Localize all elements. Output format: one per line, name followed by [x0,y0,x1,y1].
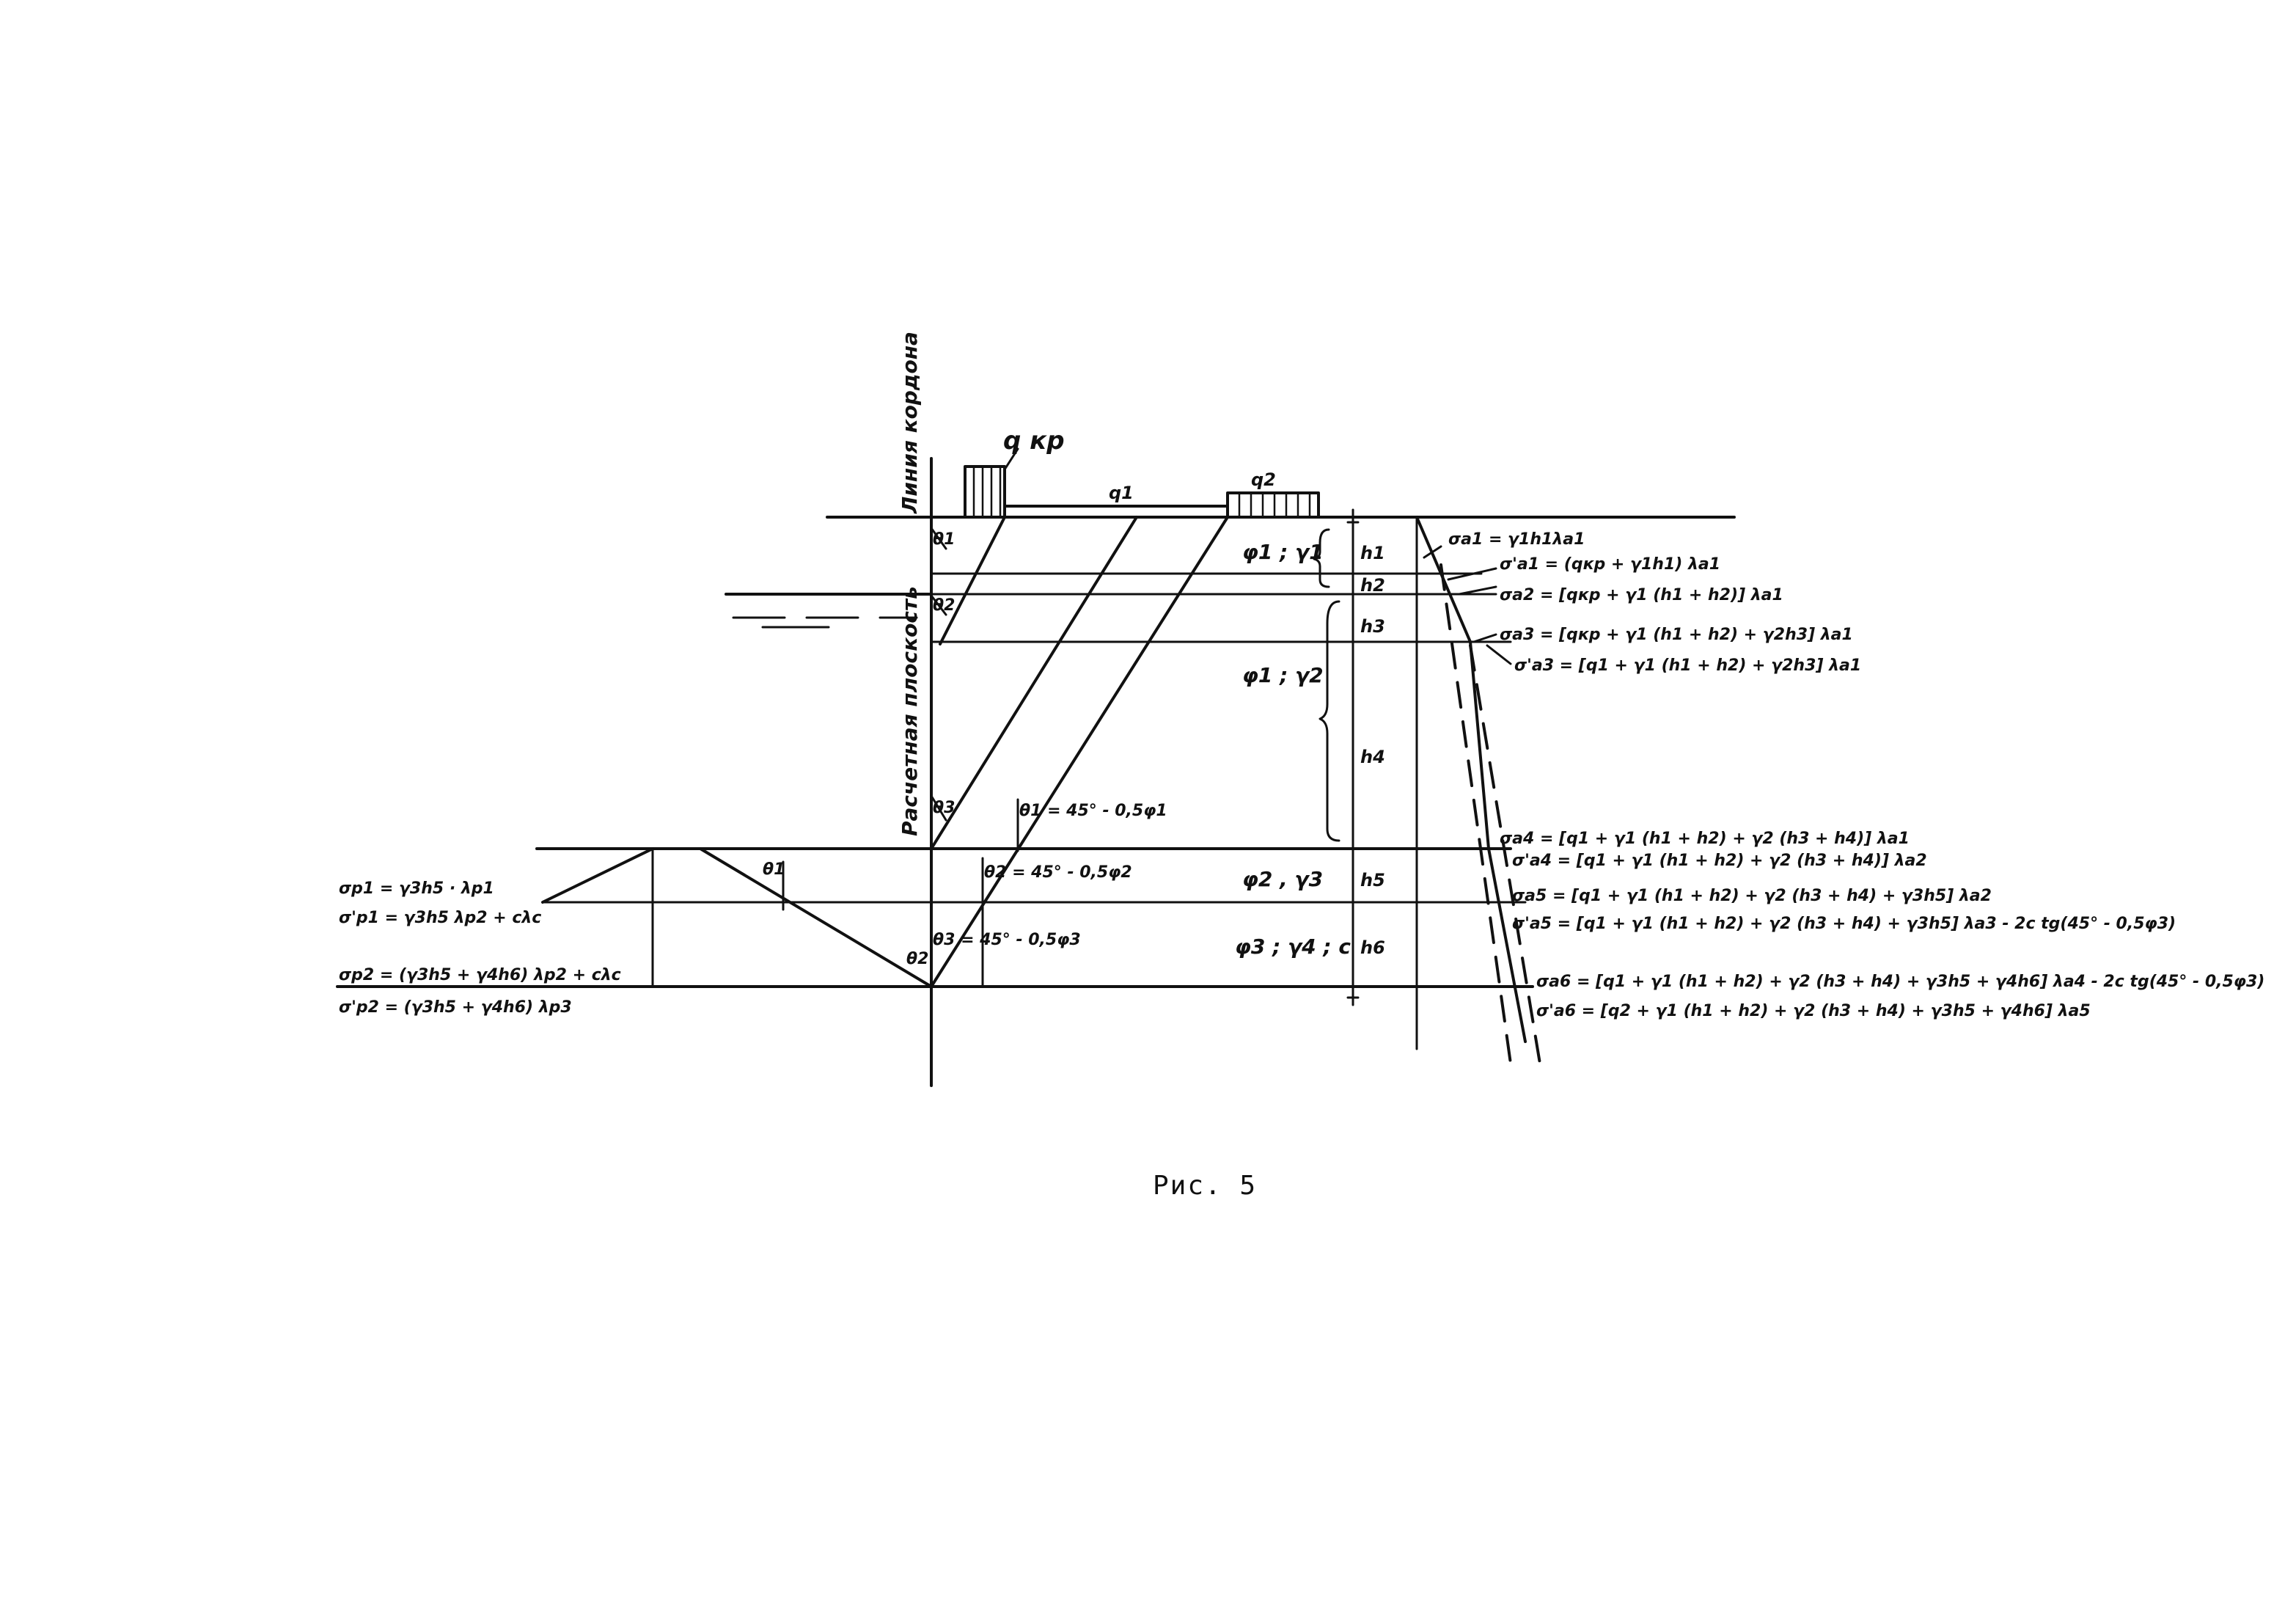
theta-a1-label: θ1 = 45° - 0,5φ1 [1019,802,1167,820]
h5-label: h5 [1360,870,1385,890]
wedge-line-1 [939,516,1006,645]
theta-left-label: θ1 [763,860,785,879]
figure-caption: Рис. 5 [1153,1171,1257,1201]
passive-formula-2: σ'p1 = γ3h5 λp2 + cλc [339,909,541,927]
kordon-line-label: Линия кордона [898,332,922,514]
q1-load [1003,505,1229,519]
active-formula-4: σa3 = [qкр + γ1 (h1 + h2) + γ2h3] λa1 [1500,626,1853,644]
layer1-props: φ1 ; γ1 [1242,540,1324,564]
theta-a2-label: θ2 = 45° - 0,5φ2 [984,863,1132,882]
q-kr-load [964,465,1006,519]
theta-a3-label: θ3 = 45° - 0,5φ3 [933,931,1081,949]
h3-label: h3 [1360,616,1385,637]
layer4-props: φ1 ; γ2 [1242,663,1324,687]
leader-a3 [1472,633,1497,643]
passive-formula-1: σp1 = γ3h5 · λp1 [339,879,494,898]
active-pressure-solid [1469,640,1490,850]
q2-label: q2 [1251,469,1276,490]
active-formula-1: σa1 = γ1h1λa1 [1448,530,1585,549]
theta2-label: θ2 [933,596,955,615]
active-formula-6: σa4 = [q1 + γ1 (h1 + h2) + γ2 (h3 + h4)]… [1500,830,1910,848]
active-pressure-dash-1 [1439,563,1512,1065]
active-pressure-lower [1487,847,1527,1043]
passive-wedge [541,847,654,904]
active-formula-10: σa6 = [q1 + γ1 (h1 + h2) + γ2 (h3 + h4) … [1536,973,2264,991]
h1-label: h1 [1360,543,1385,563]
theta1-label: θ1 [933,530,955,549]
q-kr-pointer [1003,447,1019,471]
active-formula-11: σ'a6 = [q2 + γ1 (h1 + h2) + γ2 (h3 + h4)… [1536,1002,2091,1020]
angle-tick-theta1 [930,527,947,550]
angle-tick-theta3 [930,794,947,822]
brace-h4 [1318,600,1340,842]
wedge-line-2 [930,516,1138,850]
active-pressure-dash-2 [1469,644,1541,1065]
leader-a2 [1458,585,1497,596]
layer5-props: φ2 , γ3 [1242,867,1323,891]
active-formula-3: σa2 = [qкр + γ1 (h1 + h2)] λa1 [1500,586,1783,604]
active-formula-9: σ'a5 = [q1 + γ1 (h1 + h2) + γ2 (h3 + h4)… [1512,915,2176,933]
active-formula-2: σ'a1 = (qкр + γ1h1) λa1 [1500,555,1720,574]
q2-load [1226,491,1320,519]
leader-a1p [1447,567,1497,581]
active-formula-7: σ'a4 = [q1 + γ1 (h1 + h2) + γ2 (h3 + h4)… [1512,852,1927,870]
leader-a1 [1423,545,1442,559]
h2-label: h2 [1360,575,1385,596]
layer6-props: φ3 ; γ4 ; c [1235,934,1351,959]
passive-formula-3: σp2 = (γ3h5 + γ4h6) λp2 + cλc [339,966,621,984]
h6-label: h6 [1360,937,1385,958]
passive-formula-4: σ'p2 = (γ3h5 + γ4h6) λp3 [339,998,572,1017]
wedge-line-3 [930,516,1229,988]
passive-slope-line [699,847,933,988]
active-formula-8: σa5 = [q1 + γ1 (h1 + h2) + γ2 (h3 + h4) … [1512,887,1992,905]
leader-a3p [1486,644,1512,665]
design-plane-label: Расчетная плоскость [898,586,922,836]
angle-tick-theta2 [930,594,947,616]
q-kr-label: q кр [1003,426,1065,456]
theta3-label: θ3 [933,799,955,817]
active-formula-5: σ'a3 = [q1 + γ1 (h1 + h2) + γ2h3] λa1 [1514,656,1861,675]
q1-label: q1 [1109,483,1134,503]
brace-h1 [1313,528,1330,588]
h4-label: h4 [1360,747,1385,767]
theta-c-label: θ2 [906,950,928,968]
